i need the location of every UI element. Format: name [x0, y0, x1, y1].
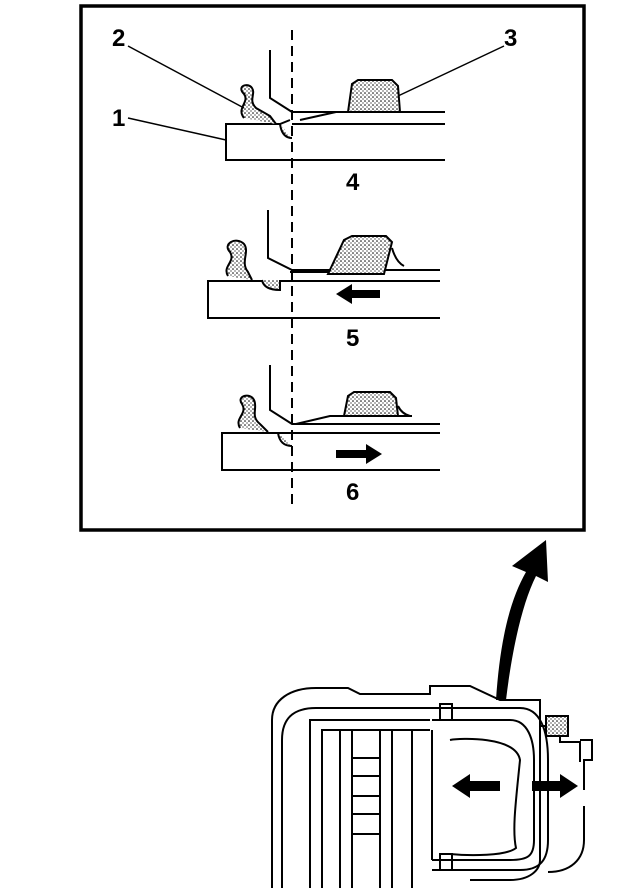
seal — [326, 235, 394, 275]
arrow-left-icon — [336, 284, 380, 304]
seal — [342, 391, 400, 417]
curved-arrow-icon — [496, 540, 548, 700]
dust-boot — [237, 394, 269, 433]
stage-static — [225, 50, 445, 161]
caliper-cross-section — [271, 685, 593, 888]
detail-frame — [79, 4, 586, 532]
stage-release — [221, 365, 440, 471]
label-piston: 1 — [112, 105, 125, 132]
leader-2 — [127, 45, 245, 109]
seal — [346, 79, 402, 113]
dust-boot — [225, 239, 253, 281]
leader-1 — [127, 117, 227, 141]
stage-apply — [207, 210, 440, 319]
label-step-apply: 5 — [346, 325, 359, 352]
label-step-static: 4 — [346, 169, 360, 196]
label-step-release: 6 — [346, 479, 359, 506]
arrow-right-icon — [336, 444, 382, 464]
label-seal: 3 — [504, 25, 517, 52]
double-arrow-left-icon — [452, 774, 500, 798]
dust-boot — [240, 84, 277, 125]
label-dust-boot: 2 — [112, 25, 125, 52]
double-arrow-right-icon — [532, 774, 578, 798]
leader-3 — [397, 45, 505, 97]
